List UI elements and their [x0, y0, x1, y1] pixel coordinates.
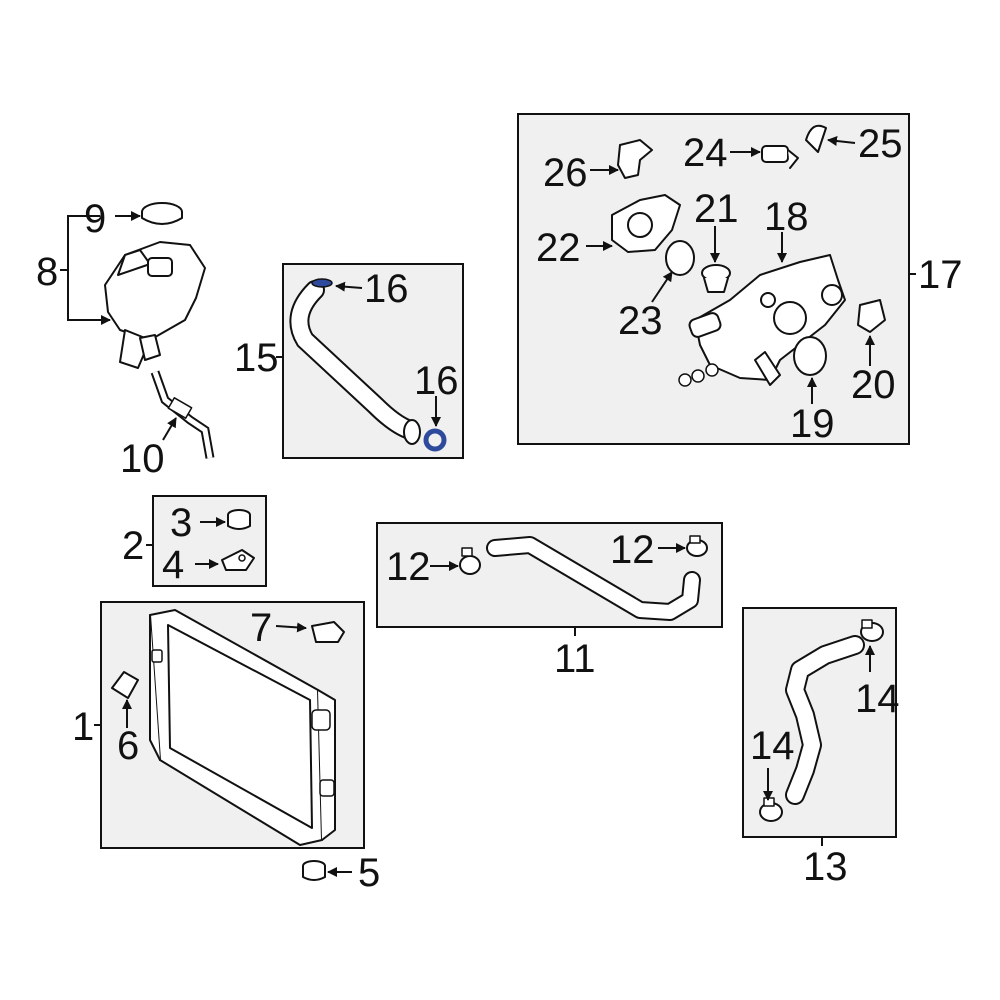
callout-18: 18: [764, 195, 809, 239]
bracket-26: [617, 139, 653, 179]
callout-6: 6: [117, 724, 139, 768]
hose-clamp-14-top: [860, 619, 884, 642]
callout-16-bottom: 16: [414, 359, 459, 403]
bracket-8: [67, 215, 110, 321]
hose-clamp-12-right: [686, 535, 708, 557]
hose-clamp-12-left: [459, 547, 481, 575]
cap-3: [227, 509, 251, 530]
callout-7: 7: [250, 606, 272, 650]
callout-4: 4: [162, 543, 184, 587]
overflow-hose: [150, 370, 215, 459]
callout-14-bottom: 14: [750, 724, 795, 768]
callout-1: 1: [72, 705, 94, 749]
callout-5: 5: [358, 851, 380, 895]
thermostat-cover: [611, 194, 681, 253]
lower-hose: [486, 536, 701, 621]
temp-sensor: [761, 145, 799, 169]
coolant-reservoir: [104, 241, 206, 369]
gasket-20: [857, 299, 886, 333]
callout-10: 10: [120, 437, 165, 481]
arrow-25: [827, 136, 856, 146]
callout-16-top: 16: [364, 267, 409, 311]
reservoir-cap: [141, 202, 183, 225]
arrow-16a: [335, 281, 363, 292]
clip-4: [221, 549, 255, 571]
callout-20: 20: [851, 363, 896, 407]
radiator: [149, 609, 336, 846]
callout-13: 13: [803, 845, 848, 889]
hose-clamp-16-top: [311, 278, 333, 288]
arrow-23: [651, 271, 673, 303]
callout-14-top: 14: [855, 677, 900, 721]
radiator-cap-7: [311, 621, 345, 643]
bypass-hose: [785, 635, 865, 805]
callout-9: 9: [84, 197, 106, 241]
retaining-clip-25: [805, 124, 827, 153]
callout-15: 15: [234, 336, 279, 380]
callout-17: 17: [918, 253, 963, 297]
thermostat-housing: [678, 254, 846, 387]
callout-2: 2: [122, 524, 144, 568]
hose-clamp-14-bottom: [759, 797, 783, 822]
callout-3: 3: [170, 501, 192, 545]
callout-11: 11: [554, 637, 596, 681]
callout-26: 26: [543, 151, 588, 195]
cap-5: [302, 860, 326, 881]
upper-hose: [289, 280, 421, 445]
callout-12-right: 12: [610, 528, 655, 572]
callout-22: 22: [536, 226, 581, 270]
callout-21: 21: [694, 187, 739, 231]
clip-4-hole: [238, 554, 246, 562]
hose-clamp-16-bottom: [423, 428, 447, 452]
callout-23: 23: [618, 299, 663, 343]
thermostat: [701, 264, 731, 293]
o-ring-23: [665, 240, 695, 276]
callout-12-left: 12: [386, 545, 431, 589]
callout-25: 25: [858, 122, 903, 166]
callout-8: 8: [36, 250, 58, 294]
arrow-7: [275, 622, 307, 633]
callout-19: 19: [790, 402, 835, 446]
callout-24: 24: [683, 131, 728, 175]
arrow-10: [162, 417, 177, 441]
bracket-6: [111, 671, 139, 699]
gasket-19: [793, 336, 827, 376]
